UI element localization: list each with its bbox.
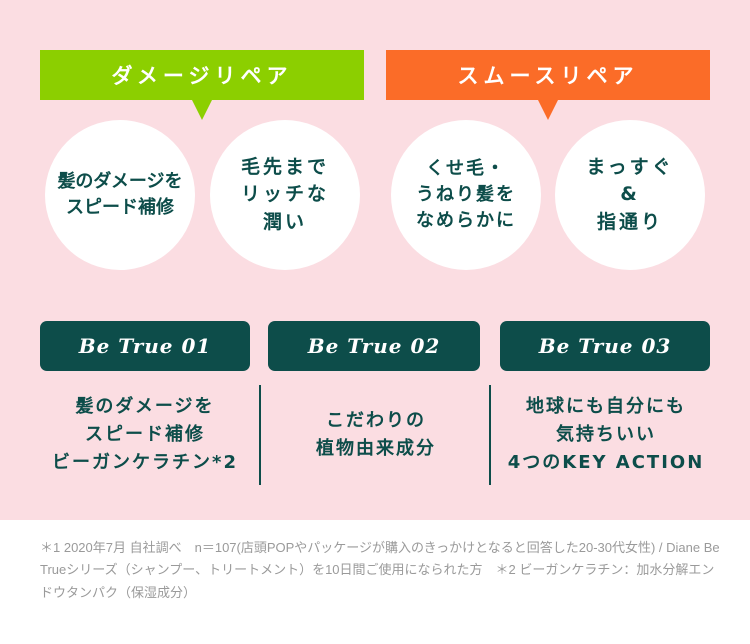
damage-repair-label: ダメージリペア [111, 64, 293, 88]
be-true-02-pill: Be True 02 [268, 321, 480, 371]
damage-repair-banner: ダメージリペア [40, 50, 364, 120]
smooth-repair-banner: スムースリペア [386, 50, 710, 120]
be-true-03-pill: Be True 03 [500, 321, 710, 371]
banner-pointer [538, 100, 558, 120]
benefit-circle-straight: まっすぐ & 指通り [555, 120, 705, 270]
be-true-03-description: 地球にも自分にも 気持ちいい 4つのKEY ACTION [507, 396, 705, 473]
benefit-circle-rich-moisture: 毛先まで リッチな 潤い [210, 120, 360, 270]
be-true-01-pill: Be True 01 [40, 321, 250, 371]
benefit-circle-speed-repair: 髪のダメージを スピード補修 [45, 120, 195, 270]
column-divider [489, 385, 491, 485]
column-divider [259, 385, 261, 485]
smooth-repair-label: スムースリペア [457, 64, 639, 88]
footnote-text: ＊1 2020年7月 自社調べ n＝107(店頭POPやパッケージが購入のきっか… [40, 540, 720, 600]
be-true-01-description: 髪のダメージを スピード補修 ビーガンケラチン*2 [52, 396, 238, 473]
banner-pointer [192, 100, 212, 120]
benefit-circle-smooth-frizz: くせ毛・ うねり髪を なめらかに [391, 120, 541, 270]
be-true-02-description: こだわりの 植物由来成分 [316, 410, 436, 459]
